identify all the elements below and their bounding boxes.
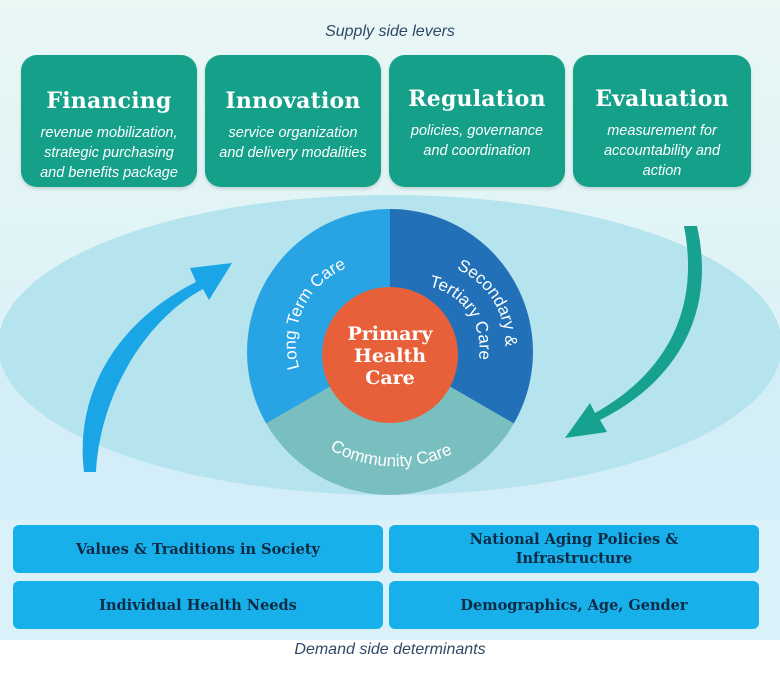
lever-innovation: Innovation service organization and deli…	[205, 55, 381, 187]
lever-desc-line: policies, governance	[410, 123, 544, 139]
primary-health-care-circle	[322, 287, 458, 423]
determinant-label: Individual Health Needs	[99, 596, 297, 615]
determinant-line: Infrastructure	[515, 550, 633, 567]
demand-side-label: Demand side determinants	[294, 641, 486, 658]
determinant-line: Demographics, Age, Gender	[460, 596, 688, 614]
lever-regulation: Regulation policies, governance and coor…	[389, 55, 565, 187]
lever-financing: Financing revenue mobilization, strategi…	[21, 55, 197, 187]
lever-desc-line: and delivery modalities	[219, 145, 367, 161]
determinant-values-traditions: Values & Traditions in Society	[13, 525, 383, 573]
lever-desc-line: action	[642, 163, 682, 179]
determinant-line: Values & Traditions in Society	[76, 540, 320, 558]
lever-title: Evaluation	[595, 86, 729, 112]
lever-title: Innovation	[225, 88, 361, 114]
supply-side-label: Supply side levers	[325, 23, 455, 40]
determinant-individual-health-needs: Individual Health Needs	[13, 581, 383, 629]
lever-description: policies, governance and coordination	[395, 121, 559, 161]
wheel-segment-community-care	[266, 352, 514, 495]
lever-desc-line: revenue mobilization,	[40, 125, 178, 141]
lever-desc-line: service organization	[228, 125, 358, 141]
determinant-label: Values & Traditions in Society	[76, 540, 320, 559]
lever-title: Regulation	[408, 86, 546, 112]
lever-desc-line: strategic purchasing	[44, 145, 174, 161]
right-curved-arrow-icon	[565, 226, 702, 438]
determinant-label: National Aging Policies & Infrastructure	[470, 530, 679, 568]
determinant-line: National Aging Policies &	[469, 531, 679, 548]
left-curved-arrow-icon	[82, 263, 233, 472]
lever-desc-line: and benefits package	[40, 165, 178, 181]
center-line-2: Health	[354, 345, 426, 367]
lever-desc-line: and coordination	[423, 143, 531, 159]
lever-description: revenue mobilization, strategic purchasi…	[27, 123, 191, 183]
center-line-3: Care	[365, 367, 415, 389]
determinant-label: Demographics, Age, Gender	[460, 596, 687, 615]
lever-description: service organization and delivery modali…	[211, 123, 375, 163]
lever-description: measurement for accountability and actio…	[579, 121, 745, 181]
determinant-demographics: Demographics, Age, Gender	[389, 581, 759, 629]
lever-title: Financing	[46, 88, 172, 114]
determinant-national-aging-policies: National Aging Policies & Infrastructure	[389, 525, 759, 573]
center-line-1: Primary	[348, 323, 434, 345]
determinant-line: Individual Health Needs	[99, 596, 297, 614]
lever-desc-line: accountability and	[603, 143, 721, 159]
lever-desc-line: measurement for	[607, 123, 717, 139]
lever-evaluation: Evaluation measurement for accountabilit…	[573, 55, 751, 187]
